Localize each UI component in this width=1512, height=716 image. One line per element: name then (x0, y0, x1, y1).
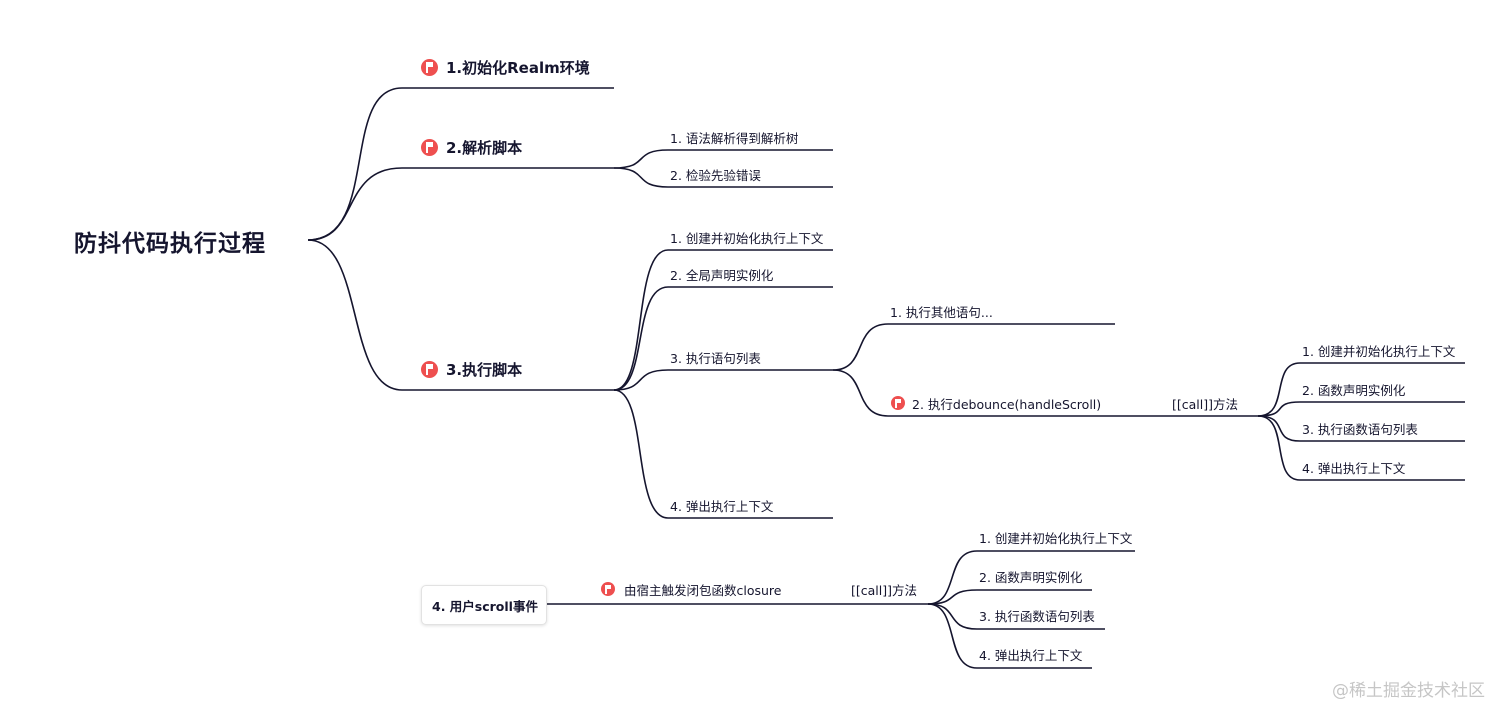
flag-icon (421, 59, 438, 76)
topic-scroll-function-declaration[interactable]: 2. 函数声明实例化 (979, 570, 1083, 585)
topic-closure-trigger[interactable]: 由宿主触发闭包函数closure (624, 583, 782, 598)
flag-icon (891, 396, 905, 410)
topic-statement-list[interactable]: 3. 执行语句列表 (670, 351, 761, 366)
topic-call-function-declaration[interactable]: 2. 函数声明实例化 (1302, 383, 1406, 398)
topic-parse-tree[interactable]: 1. 语法解析得到解析树 (670, 131, 799, 146)
topic-call-create-context[interactable]: 1. 创建并初始化执行上下文 (1302, 344, 1456, 359)
topic-pop-context[interactable]: 4. 弹出执行上下文 (670, 499, 774, 514)
flag-icon (421, 139, 438, 156)
topic-other-statements[interactable]: 1. 执行其他语句... (890, 305, 993, 320)
topic-early-errors[interactable]: 2. 检验先验错误 (670, 168, 761, 183)
topic-call-pop-context[interactable]: 4. 弹出执行上下文 (1302, 461, 1406, 476)
topic-execute-debounce[interactable]: 2. 执行debounce(handleScroll) (912, 397, 1102, 412)
topic-scroll-pop-context[interactable]: 4. 弹出执行上下文 (979, 648, 1083, 663)
topic-execute-script[interactable]: 3.执行脚本 (446, 361, 523, 379)
topic-create-context[interactable]: 1. 创建并初始化执行上下文 (670, 231, 824, 246)
topic-parse-script[interactable]: 2.解析脚本 (446, 139, 523, 157)
watermark: @稀土掘金技术社区 (1332, 681, 1485, 701)
root-topic[interactable]: 防抖代码执行过程 (74, 231, 266, 257)
scroll-event-box[interactable] (421, 585, 547, 625)
flag-icon (421, 361, 438, 378)
topic-call-function-statements[interactable]: 3. 执行函数语句列表 (1302, 422, 1418, 437)
topic-global-declaration[interactable]: 2. 全局声明实例化 (670, 268, 774, 283)
topic-scroll-function-statements[interactable]: 3. 执行函数语句列表 (979, 609, 1095, 624)
flag-icon (601, 582, 615, 596)
topic-scroll-create-context[interactable]: 1. 创建并初始化执行上下文 (979, 531, 1133, 546)
call-method-label: [[call]]方法 (1172, 397, 1238, 412)
scroll-call-method-label: [[call]]方法 (851, 583, 917, 598)
topic-scroll-event[interactable]: 4. 用户scroll事件 (432, 599, 538, 614)
topic-init-realm[interactable]: 1.初始化Realm环境 (446, 59, 590, 77)
